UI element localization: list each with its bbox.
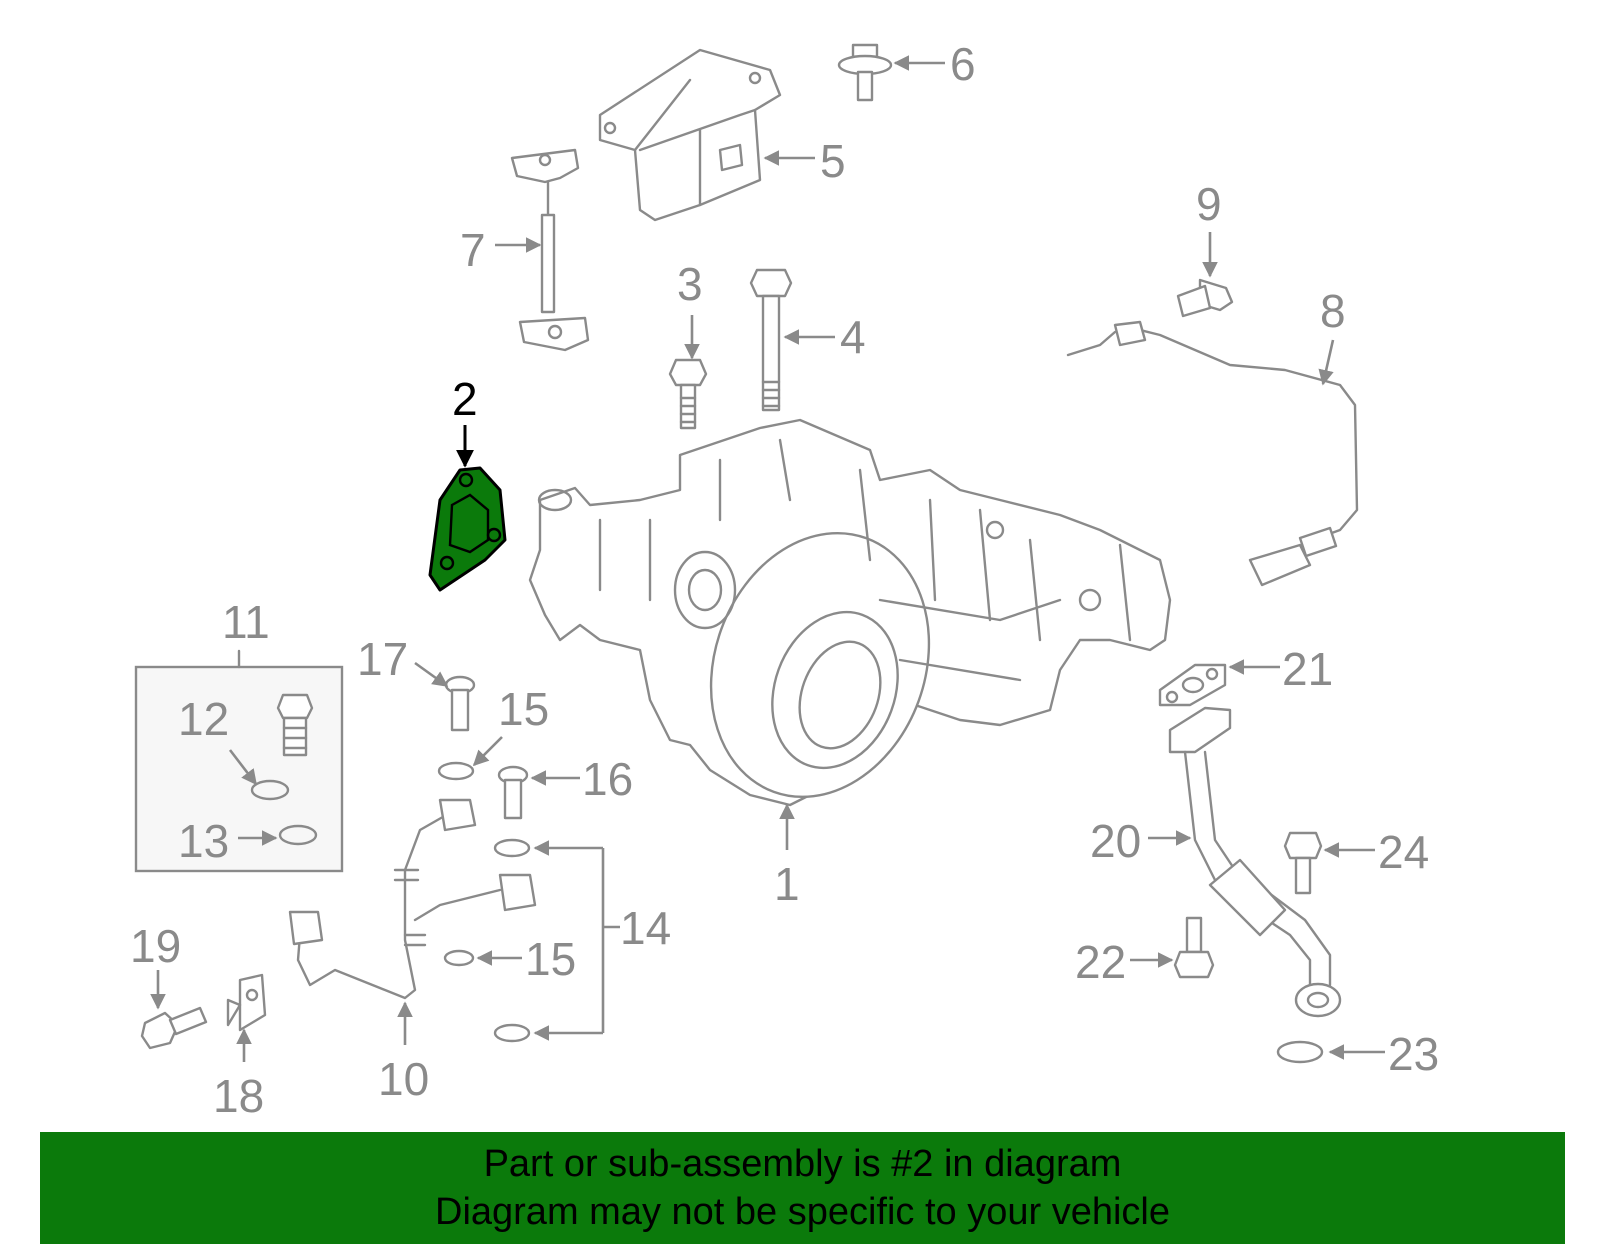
part-14-washer-lower <box>493 1023 531 1043</box>
part-10-oil-pipe <box>288 798 537 1000</box>
callout-6: 6 <box>950 38 976 90</box>
callout-2: 2 <box>452 373 478 425</box>
part-8-sensor-wire <box>1066 320 1359 587</box>
part-3-bolt <box>668 358 708 430</box>
callout-15-upper: 15 <box>498 683 549 735</box>
callout-19: 19 <box>130 920 181 972</box>
part-6-flange-bolt <box>837 43 893 102</box>
part-2-gasket-highlighted <box>428 466 507 592</box>
banner-line-1: Part or sub-assembly is #2 in diagram <box>483 1143 1122 1185</box>
callout-10: 10 <box>378 1053 429 1105</box>
callout-3: 3 <box>677 258 703 310</box>
callout-8: 8 <box>1320 285 1346 337</box>
part-24-bolt <box>1283 831 1323 895</box>
part-7-sensor-link <box>510 148 590 352</box>
part-16-pin <box>497 765 529 820</box>
callout-23: 23 <box>1388 1028 1439 1080</box>
callout-12: 12 <box>178 693 229 745</box>
callout-lines <box>150 55 1385 1062</box>
part-23-washer <box>1276 1040 1324 1064</box>
callout-24: 24 <box>1378 826 1429 878</box>
callout-5: 5 <box>820 135 846 187</box>
callout-18: 18 <box>213 1070 264 1122</box>
callout-9: 9 <box>1196 178 1222 230</box>
callout-22: 22 <box>1075 936 1126 988</box>
banner-line-2: Diagram may not be specific to your vehi… <box>435 1191 1170 1233</box>
part-17-pin <box>444 675 476 732</box>
part-1-turbocharger <box>528 418 1172 807</box>
part-15-washer-lower <box>443 949 475 967</box>
callout-11: 11 <box>222 596 270 648</box>
callout-7: 7 <box>460 224 486 276</box>
part-18-clip <box>226 973 267 1032</box>
callout-17: 17 <box>357 633 408 685</box>
callout-21: 21 <box>1282 643 1333 695</box>
part-20-return-pipe <box>1168 706 1342 1018</box>
part-9-bolt <box>1176 278 1234 318</box>
part-21-gasket <box>1158 663 1227 707</box>
callout-16: 16 <box>582 753 633 805</box>
part-11-kit-box <box>134 649 344 873</box>
part-15-washer-upper <box>437 761 475 781</box>
callout-1: 1 <box>774 858 800 910</box>
callout-20: 20 <box>1090 815 1141 867</box>
part-14-washer-upper <box>493 838 531 858</box>
part-22-bolt <box>1173 916 1215 979</box>
info-banner: Part or sub-assembly is #2 in diagram Di… <box>40 1132 1565 1244</box>
callout-14: 14 <box>620 902 671 954</box>
callout-4: 4 <box>840 311 866 363</box>
part-5-bracket <box>598 48 782 222</box>
part-4-long-bolt <box>749 268 793 412</box>
callout-15-lower: 15 <box>525 933 576 985</box>
part-19-bolt <box>140 1006 208 1050</box>
callout-13: 13 <box>178 815 229 867</box>
